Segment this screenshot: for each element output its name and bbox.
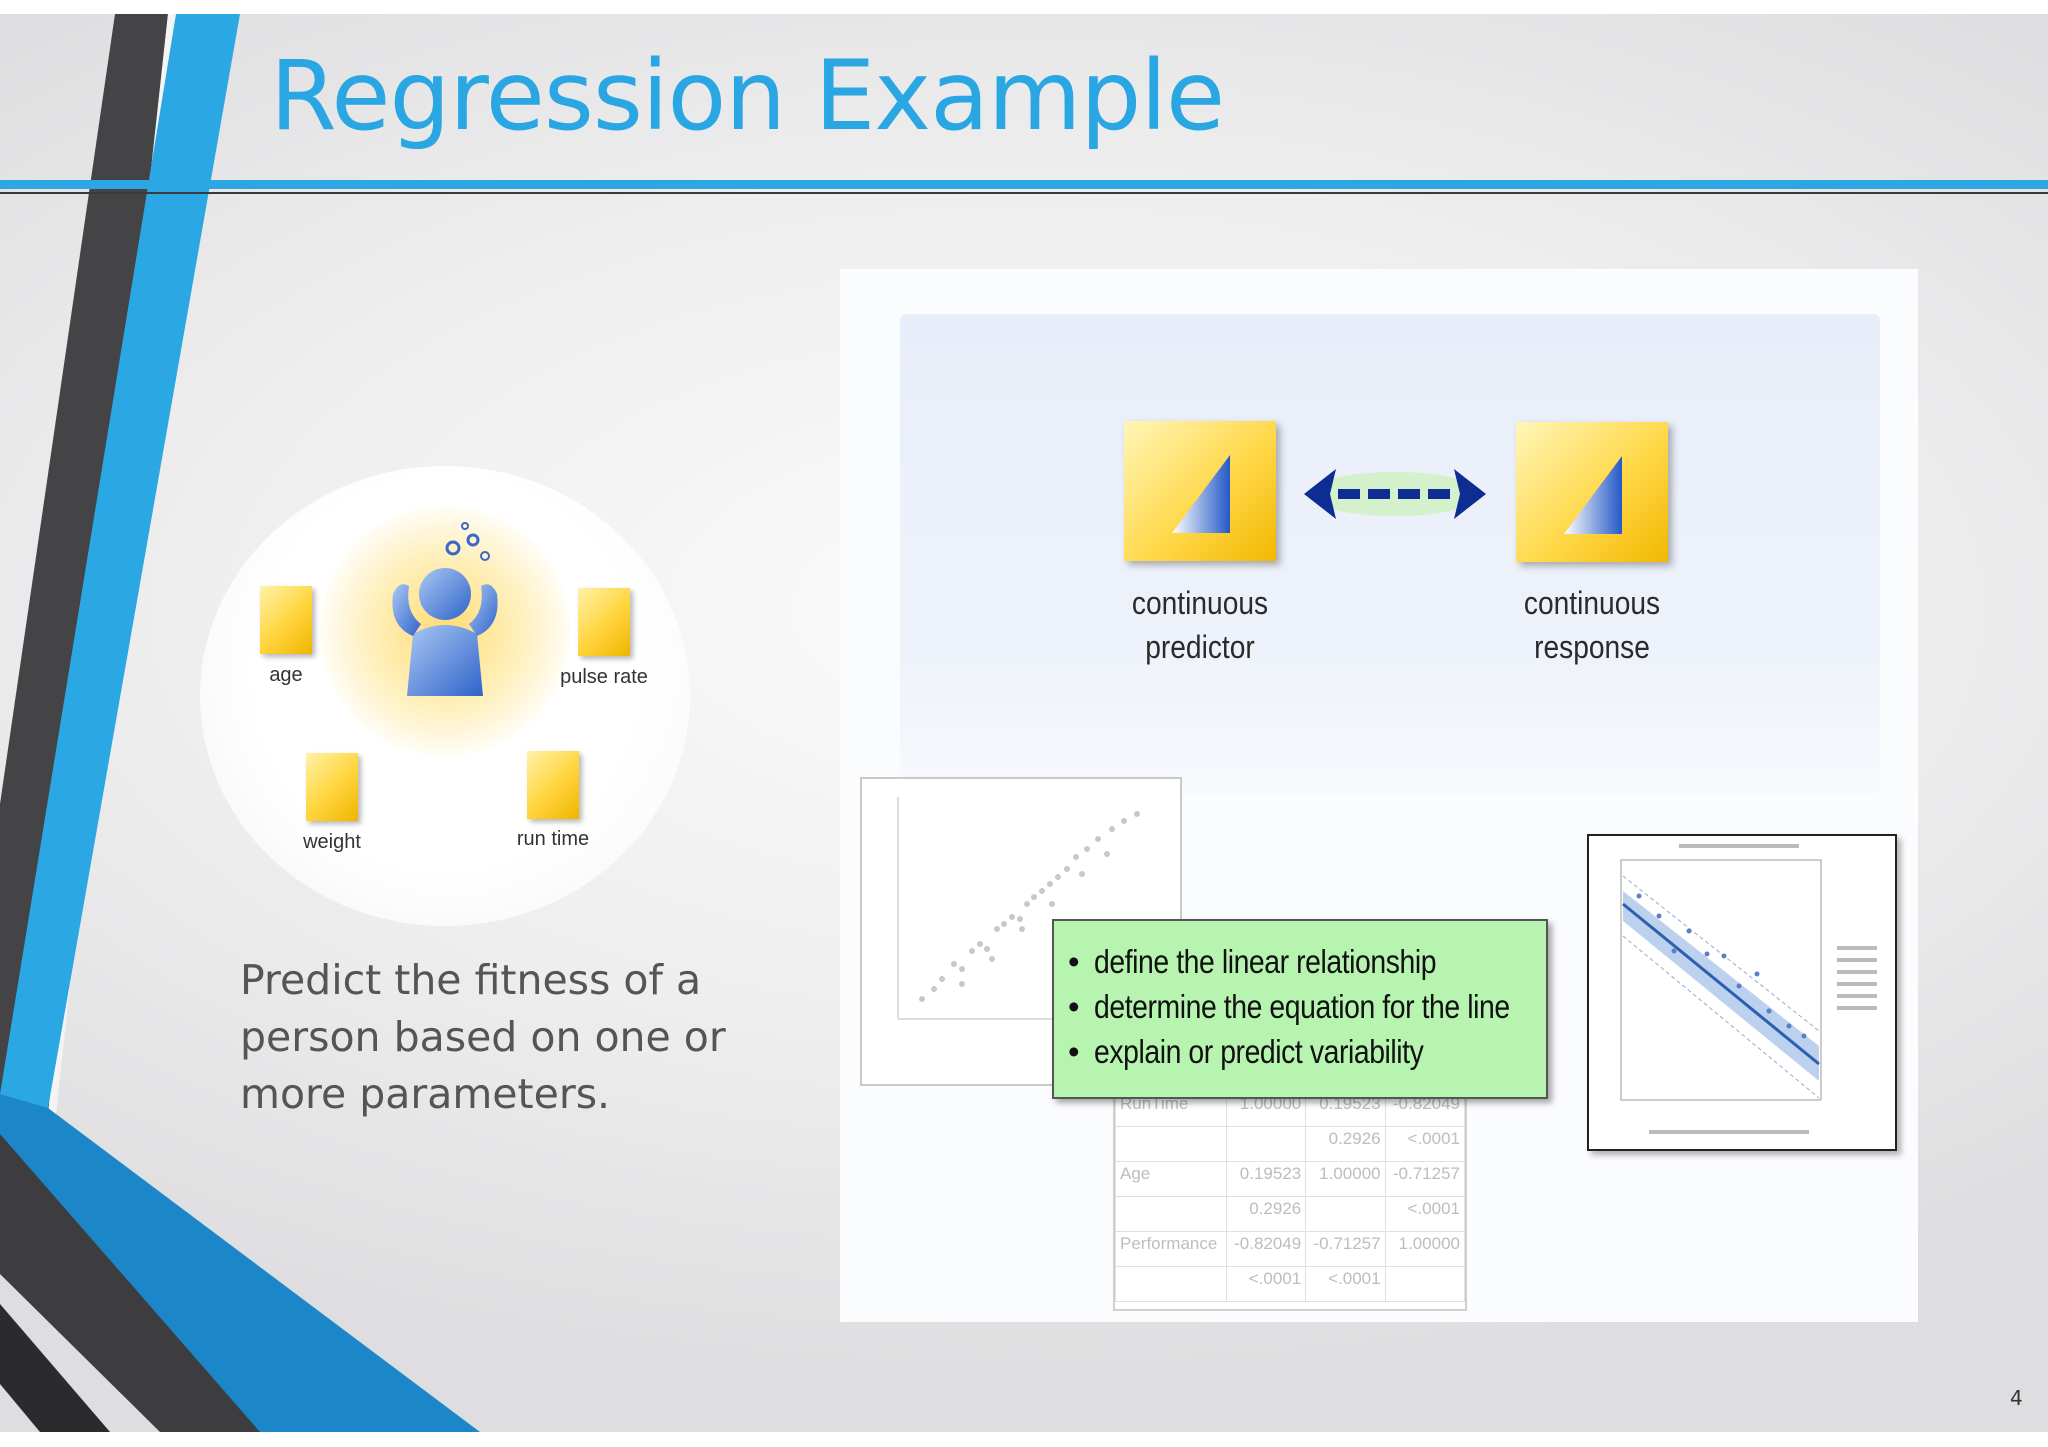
correlation-table-grid: RunTime 1.00000 0.19523 -0.82049 0.2926 …	[1115, 1091, 1466, 1302]
variable-box-weight	[306, 753, 358, 821]
table-row: <.0001 <.0001	[1115, 1266, 1466, 1302]
response-box	[1516, 422, 1668, 562]
table-cell	[1384, 1266, 1466, 1302]
bullet-item: determine the equation for the line	[1068, 984, 1546, 1029]
body-text: Predict the fitness of a person based on…	[240, 956, 726, 1118]
table-cell: 0.2926	[1305, 1126, 1386, 1162]
bullet-item: explain or predict variability	[1068, 1029, 1546, 1074]
ramp-icon	[1172, 455, 1230, 533]
table-row: Age 0.19523 1.00000 -0.71257	[1115, 1161, 1466, 1197]
double-arrow-icon	[1304, 469, 1486, 519]
variable-box-age	[260, 586, 312, 654]
table-cell: <.0001	[1225, 1266, 1307, 1302]
table-cell	[1225, 1126, 1307, 1162]
table-cell: -0.71257	[1384, 1161, 1466, 1197]
table-cell: 0.2926	[1225, 1196, 1307, 1232]
decorative-stripes	[0, 14, 480, 1432]
table-cell: <.0001	[1305, 1266, 1386, 1302]
table-cell	[1115, 1126, 1227, 1162]
variable-label-run-time: run time	[516, 828, 590, 850]
table-cell	[1115, 1266, 1227, 1302]
table-cell: 0.19523	[1225, 1161, 1307, 1197]
variable-box-pulse-rate	[578, 588, 630, 656]
response-caption-line-1: continuous	[1523, 585, 1661, 621]
predictor-caption-line-1: continuous	[1131, 585, 1269, 621]
title-rule-dark	[0, 192, 2048, 194]
ramp-icon	[1564, 456, 1622, 534]
table-row: Performance -0.82049 -0.71257 1.00000	[1115, 1231, 1466, 1267]
diagram-panel	[900, 314, 1880, 794]
response-caption-line-2: response	[1534, 629, 1650, 665]
bullets-box: define the linear relationship determine…	[1052, 919, 1548, 1099]
predictor-caption-line-2: predictor	[1145, 629, 1255, 665]
bullet-text: determine the equation for the line	[1094, 988, 1510, 1025]
bottom-dark-wedge	[0, 1134, 260, 1432]
fitness-illustration: age pulse rate weight run time	[200, 466, 690, 926]
table-cell: 1.00000	[1305, 1161, 1386, 1197]
fit-plot	[1620, 844, 1877, 1134]
table-row: 0.2926 <.0001	[1115, 1126, 1466, 1162]
bullet-text: explain or predict variability	[1094, 1033, 1424, 1070]
table-cell: -0.82049	[1225, 1231, 1307, 1267]
regression-diagram: continuous predictor	[840, 269, 1918, 1322]
table-cell: 1.00000	[1384, 1231, 1466, 1267]
table-cell: -0.71257	[1305, 1231, 1386, 1267]
predictor-box	[1124, 421, 1276, 561]
correlation-table: RunTime 1.00000 0.19523 -0.82049 0.2926 …	[1113, 1089, 1467, 1311]
bullet-item: define the linear relationship	[1068, 939, 1546, 984]
variable-label-weight: weight	[303, 831, 361, 853]
fit-plot-thumbnail	[1587, 834, 1897, 1151]
slide-title: Regression Example	[270, 40, 1225, 152]
bullet-text: define the linear relationship	[1094, 943, 1437, 980]
title-rule-blue	[0, 180, 2048, 189]
table-cell: <.0001	[1384, 1196, 1466, 1232]
table-cell	[1305, 1196, 1386, 1232]
table-row-label: Age	[1115, 1161, 1227, 1197]
table-cell: <.0001	[1384, 1126, 1466, 1162]
page-number: 4	[2010, 1386, 2023, 1410]
table-row-label: Performance	[1115, 1231, 1227, 1267]
response-caption: continuous response	[1495, 581, 1689, 669]
variable-label-age: age	[269, 664, 303, 686]
table-row: 0.2926 <.0001	[1115, 1196, 1466, 1232]
scatter-plot	[897, 797, 1162, 1020]
predictor-caption: continuous predictor	[1103, 581, 1297, 669]
variable-label-pulse-rate: pulse rate	[560, 666, 648, 688]
bullet-list: define the linear relationship determine…	[1054, 921, 1546, 1074]
flexing-person-icon	[392, 522, 498, 696]
slide: Regression Example age pulse rate wei	[0, 14, 2048, 1432]
bottom-blue-wedge	[0, 1094, 480, 1432]
table-cell	[1115, 1196, 1227, 1232]
bottom-dark-wedge-2	[0, 1304, 110, 1432]
left-blue-stripe	[0, 14, 240, 1108]
variable-box-run-time	[527, 751, 579, 819]
